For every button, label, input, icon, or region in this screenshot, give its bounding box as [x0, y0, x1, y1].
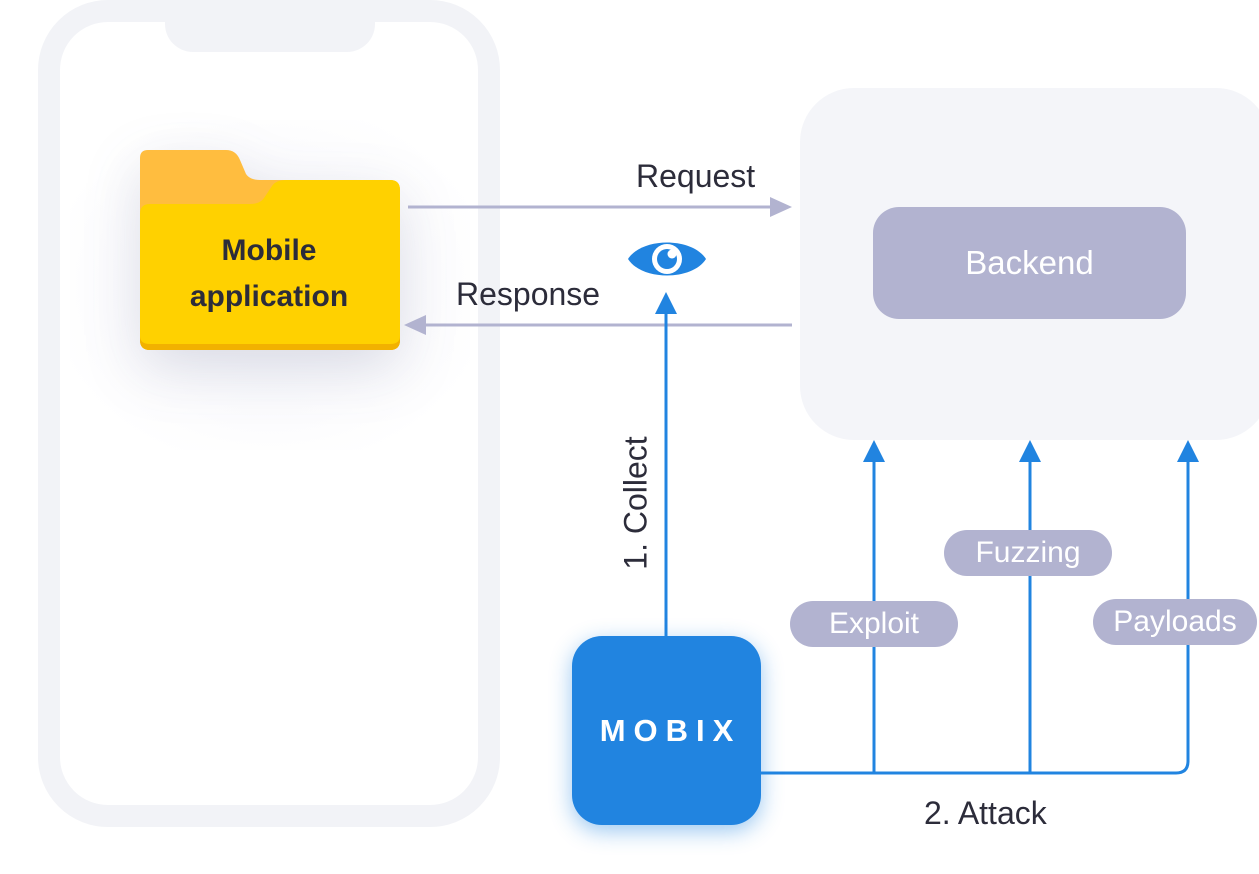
request-arrowhead: [770, 197, 792, 217]
mobix-box: MOBIX: [572, 636, 761, 825]
fuzzing-arrowhead: [1019, 440, 1041, 462]
eye-icon: [628, 242, 706, 276]
response-arrowhead: [404, 315, 426, 335]
folder-icon: [140, 150, 400, 350]
app-label: Mobile application: [189, 234, 349, 313]
payloads-pill: Payloads: [1093, 599, 1257, 645]
phone-notch: [165, 0, 375, 52]
response-label: Response: [456, 276, 601, 312]
attack-label: 2. Attack: [924, 795, 1047, 831]
collect-arrowhead: [655, 292, 677, 314]
request-label: Request: [636, 158, 756, 194]
attack-line: [761, 460, 1190, 775]
exploit-pill: Exploit: [790, 601, 958, 647]
collect-label: 1. Collect: [617, 436, 654, 570]
fuzzing-pill: Fuzzing: [944, 530, 1112, 576]
backend-box: Backend: [873, 207, 1186, 319]
payloads-arrowhead: [1177, 440, 1199, 462]
exploit-arrowhead: [863, 440, 885, 462]
